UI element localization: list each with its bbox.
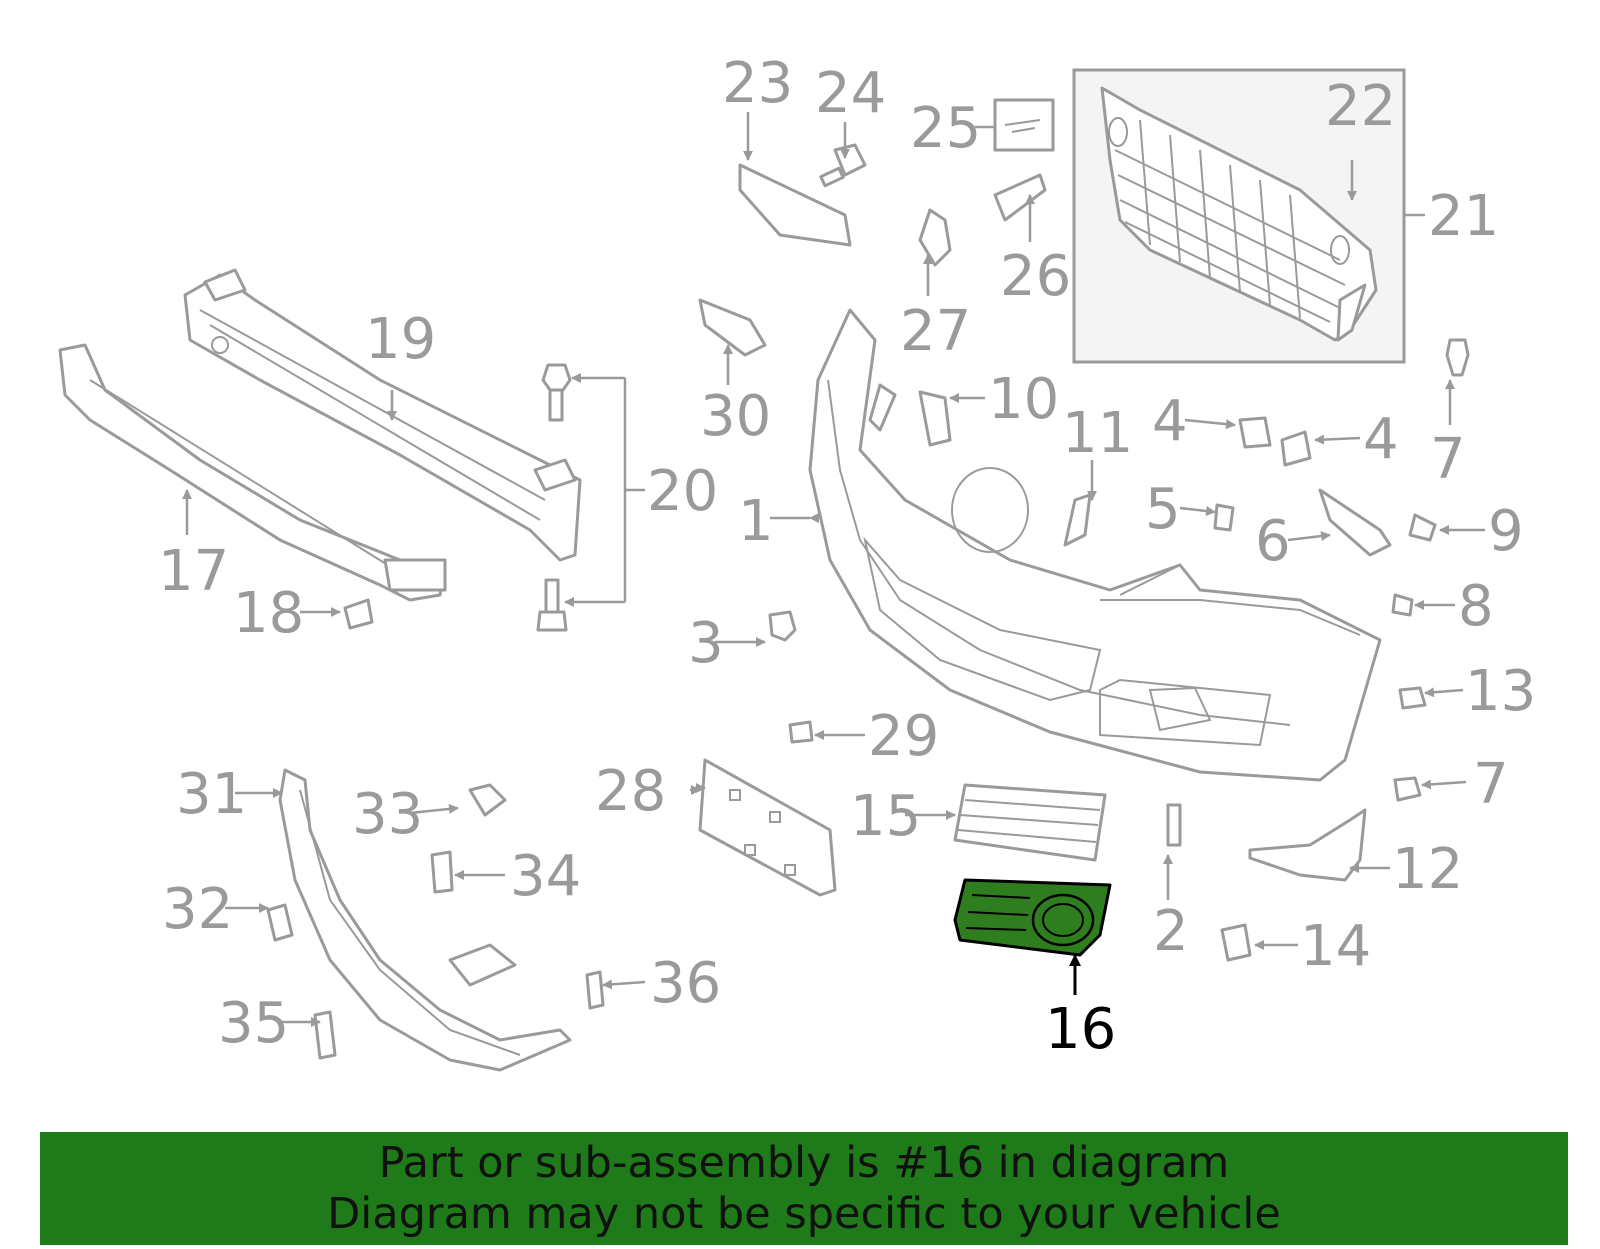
callout-35: 35	[218, 991, 289, 1056]
callout-8: 8	[1458, 574, 1494, 639]
callout-23: 23	[722, 51, 793, 116]
callout-13: 13	[1465, 659, 1536, 724]
callout-24: 24	[815, 61, 886, 126]
callout-19: 19	[365, 307, 436, 372]
callout-4-right: 4	[1363, 407, 1399, 472]
callout-21: 21	[1428, 184, 1499, 249]
small-parts	[266, 98, 1470, 1060]
callout-29: 29	[868, 704, 939, 769]
callout-2: 2	[1153, 899, 1189, 964]
callout-3: 3	[688, 611, 724, 676]
callout-14: 14	[1300, 914, 1371, 979]
callout-1: 1	[738, 489, 774, 554]
lower-shield	[278, 768, 572, 1072]
banner-line-1: Part or sub-assembly is #16 in diagram	[378, 1137, 1230, 1188]
callout-31: 31	[176, 762, 247, 827]
info-banner: Part or sub-assembly is #16 in diagram D…	[40, 1132, 1568, 1245]
license-bracket	[698, 758, 837, 897]
callout-10: 10	[988, 367, 1059, 432]
trim-strip	[953, 783, 1107, 862]
callout-16: 16	[1045, 997, 1116, 1062]
callout-34: 34	[510, 844, 581, 909]
callout-30: 30	[700, 384, 771, 449]
grille-inset-box	[1072, 68, 1406, 364]
callout-9: 9	[1488, 499, 1524, 564]
callout-12: 12	[1392, 837, 1463, 902]
callout-27: 27	[900, 299, 971, 364]
callout-labels: 1 2 3 4 4 5 6 7 7 8 9 10 11 12 13 14 15 …	[158, 51, 1536, 1062]
callout-18: 18	[233, 581, 304, 646]
callout-36: 36	[650, 951, 721, 1016]
callout-15: 15	[850, 784, 921, 849]
callout-25: 25	[910, 96, 981, 161]
callout-7-lower: 7	[1473, 752, 1509, 817]
energy-absorber	[58, 343, 447, 602]
callout-7-upper: 7	[1430, 427, 1466, 492]
banner-line-2: Diagram may not be specific to your vehi…	[327, 1188, 1281, 1239]
callout-22: 22	[1325, 74, 1396, 139]
callout-6: 6	[1255, 509, 1291, 574]
callout-17: 17	[158, 539, 229, 604]
callout-33: 33	[352, 782, 423, 847]
callout-4-left: 4	[1152, 389, 1188, 454]
callout-20: 20	[647, 459, 718, 524]
bolt-set	[536, 363, 572, 632]
callout-11: 11	[1062, 401, 1133, 466]
reinforcement-beam	[183, 268, 582, 562]
callout-32: 32	[162, 877, 233, 942]
callout-28: 28	[595, 759, 666, 824]
callout-5: 5	[1145, 477, 1181, 542]
fog-lamp-bezel-highlight	[953, 878, 1112, 957]
callout-26: 26	[1000, 244, 1071, 309]
leader-lines	[182, 112, 1485, 1027]
bumper-cover	[808, 308, 1382, 782]
